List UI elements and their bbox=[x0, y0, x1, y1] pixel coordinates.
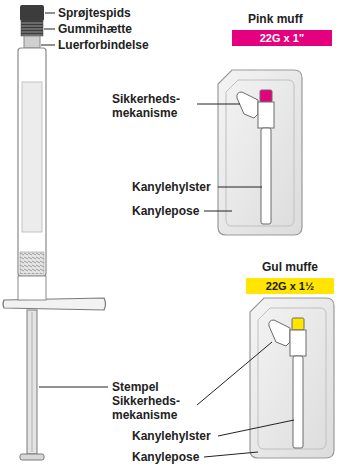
syringe bbox=[3, 5, 106, 460]
part-label: Kanylehylster bbox=[132, 180, 211, 194]
hub-color-label: Gul muffe bbox=[262, 260, 318, 274]
leader-lines bbox=[39, 13, 294, 457]
barrel-thread bbox=[20, 252, 44, 274]
needle-hub bbox=[260, 90, 272, 102]
part-label: Kanylehylster bbox=[132, 429, 211, 443]
needle-size-badge: 22G x 1½ bbox=[246, 278, 334, 294]
part-label: Gummihætte bbox=[58, 22, 132, 36]
plunger-end bbox=[20, 454, 44, 460]
syringe-tip bbox=[20, 5, 44, 21]
needle-hub bbox=[292, 318, 304, 330]
needle-package bbox=[250, 298, 334, 458]
part-label: Sikkerheds- mekanisme bbox=[112, 92, 196, 120]
needle-body bbox=[258, 102, 274, 128]
part-label: Kanylepose bbox=[132, 450, 199, 464]
part-label: Sprøjtespids bbox=[58, 6, 131, 20]
part-label: Sikkerheds- mekanisme bbox=[112, 394, 196, 422]
needle-cap bbox=[261, 128, 271, 224]
syringe-barrel bbox=[18, 48, 46, 276]
barrel-window bbox=[22, 82, 42, 232]
part-label: Kanylepose bbox=[132, 204, 199, 218]
needle-size-badge: 22G x 1” bbox=[232, 30, 332, 46]
rubber-cap bbox=[21, 21, 43, 36]
hub-color-label: Pink muff bbox=[248, 12, 303, 26]
needle-body bbox=[290, 330, 306, 356]
plunger-rod bbox=[27, 310, 37, 454]
safety-mechanism bbox=[237, 92, 258, 118]
part-label: Luerforbindelse bbox=[58, 38, 149, 52]
barrel-collar bbox=[18, 276, 46, 300]
luer-lock bbox=[24, 36, 40, 48]
part-label: Stempel bbox=[112, 380, 159, 394]
needle-cap bbox=[293, 356, 303, 448]
needle-package bbox=[218, 70, 302, 235]
